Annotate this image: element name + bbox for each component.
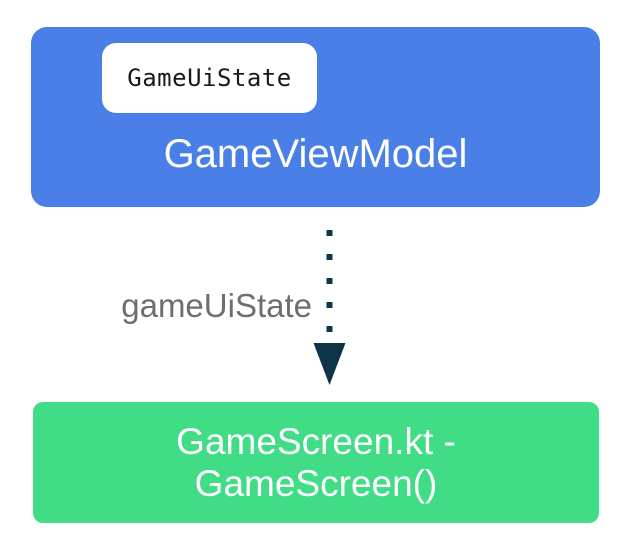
- arrow-dot: [326, 302, 333, 308]
- viewmodel-box: GameUiState GameViewModel: [31, 27, 600, 207]
- viewmodel-box-label: GameViewModel: [163, 132, 468, 176]
- arrow-dot: [326, 254, 333, 260]
- arrow-dot: [326, 278, 333, 284]
- screen-box-label-line2: GameScreen(): [194, 462, 438, 504]
- dotted-arrow-down-icon: [313, 230, 346, 385]
- screen-box-label-line1: GameScreen.kt -: [176, 420, 456, 462]
- arrow-label: gameUiState: [121, 287, 312, 324]
- ui-state-chip-label: GameUiState: [127, 64, 292, 92]
- arrow-dot: [326, 230, 333, 236]
- ui-state-chip: GameUiState: [102, 43, 317, 113]
- arrow-dot: [326, 326, 333, 332]
- arrow-head: [313, 343, 346, 385]
- screen-box: GameScreen.kt - GameScreen(): [33, 402, 599, 523]
